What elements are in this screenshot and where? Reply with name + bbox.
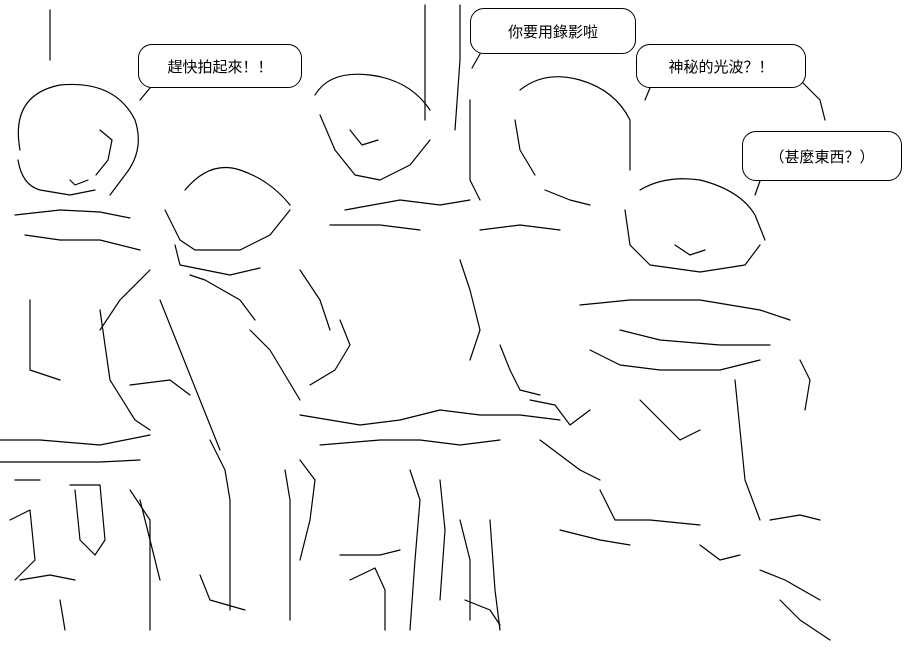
speech-bubble-mysterious-light: 神秘的光波？！ xyxy=(636,44,806,88)
thought-bubble-what: （甚麼東西？） xyxy=(742,131,902,181)
speech-bubble-text: 神秘的光波？！ xyxy=(668,57,774,76)
speech-bubble-text: 你要用錄影啦 xyxy=(507,22,598,41)
left-character xyxy=(0,83,151,631)
camera-character xyxy=(459,76,701,631)
speech-bubble-text: 趕快拍起來！！ xyxy=(167,57,273,76)
thought-bubble-text: （甚麼東西？） xyxy=(769,147,875,166)
hat-character xyxy=(99,166,301,621)
center-character xyxy=(299,73,561,631)
speech-bubble-recording: 你要用錄影啦 xyxy=(470,8,636,54)
speech-bubble-hurry: 趕快拍起來！！ xyxy=(138,44,302,88)
divider-lines xyxy=(49,4,461,131)
right-character xyxy=(579,79,831,641)
bubble-tails xyxy=(139,53,761,196)
